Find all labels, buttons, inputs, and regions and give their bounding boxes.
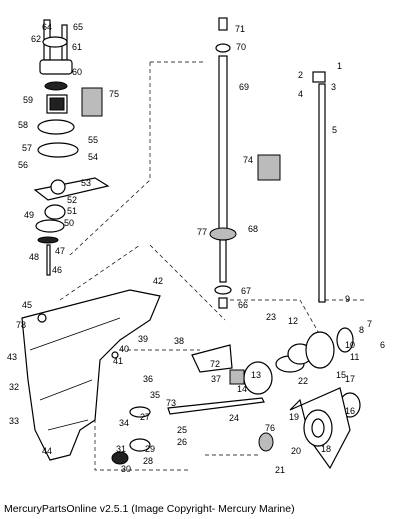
callout-11: 11 xyxy=(350,352,359,362)
callout-62: 62 xyxy=(31,34,41,44)
callout-78: 78 xyxy=(16,320,26,330)
callout-77: 77 xyxy=(197,227,207,237)
shaft-parts xyxy=(209,17,326,309)
callout-33: 33 xyxy=(9,416,19,426)
callout-39: 39 xyxy=(138,334,148,344)
callout-37: 37 xyxy=(211,374,221,384)
callout-73: 73 xyxy=(166,398,176,408)
callout-6: 6 xyxy=(380,340,385,350)
callout-69: 69 xyxy=(239,82,249,92)
callout-49: 49 xyxy=(24,210,34,220)
callout-65: 65 xyxy=(73,22,83,32)
callout-15: 15 xyxy=(336,370,346,380)
callout-28: 28 xyxy=(143,456,153,466)
callout-34: 34 xyxy=(119,418,129,428)
callout-66: 66 xyxy=(238,300,248,310)
callout-57: 57 xyxy=(22,143,32,153)
callout-13: 13 xyxy=(251,370,261,380)
callout-38: 38 xyxy=(174,336,184,346)
callout-4: 4 xyxy=(298,89,303,99)
callout-52: 52 xyxy=(67,195,77,205)
callout-50: 50 xyxy=(64,218,74,228)
callout-17: 17 xyxy=(345,374,355,384)
callout-44: 44 xyxy=(42,446,52,456)
callout-72: 72 xyxy=(210,359,220,369)
callout-12: 12 xyxy=(288,316,298,326)
callout-9: 9 xyxy=(345,294,350,304)
assembly-guide-lines xyxy=(59,61,365,471)
callout-70: 70 xyxy=(236,42,246,52)
callout-75: 75 xyxy=(109,89,119,99)
callout-31: 31 xyxy=(116,444,126,454)
callout-76: 76 xyxy=(265,423,275,433)
callout-42: 42 xyxy=(153,276,163,286)
callout-24: 24 xyxy=(229,413,239,423)
callout-14: 14 xyxy=(237,384,247,394)
callout-36: 36 xyxy=(143,374,153,384)
callout-18: 18 xyxy=(321,444,331,454)
callout-32: 32 xyxy=(9,382,19,392)
callout-55: 55 xyxy=(88,135,98,145)
callout-58: 58 xyxy=(18,120,28,130)
callout-2: 2 xyxy=(298,70,303,80)
callout-53: 53 xyxy=(81,178,91,188)
callout-8: 8 xyxy=(359,325,364,335)
callout-48: 48 xyxy=(29,252,39,262)
water-pump-stack xyxy=(33,19,110,276)
callout-26: 26 xyxy=(177,437,187,447)
callout-10: 10 xyxy=(345,340,355,350)
callout-3: 3 xyxy=(331,82,336,92)
callout-16: 16 xyxy=(345,406,355,416)
callout-19: 19 xyxy=(289,412,299,422)
gear-housing-exploded-diagram: 1234567891011121314151617181920212223242… xyxy=(7,17,385,475)
callout-64: 64 xyxy=(42,22,52,32)
callout-51: 51 xyxy=(67,206,77,216)
callout-5: 5 xyxy=(332,125,337,135)
gear-housing xyxy=(21,289,161,461)
callout-21: 21 xyxy=(275,465,285,475)
callout-61: 61 xyxy=(72,42,82,52)
callout-25: 25 xyxy=(177,425,187,435)
callout-59: 59 xyxy=(23,95,33,105)
callout-68: 68 xyxy=(248,224,258,234)
callout-30: 30 xyxy=(121,464,131,474)
propeller-shaft-assembly xyxy=(111,327,361,465)
callout-54: 54 xyxy=(88,152,98,162)
copyright-caption: MercuryPartsOnline v2.5.1 (Image Copyrig… xyxy=(4,503,295,515)
part-number-callouts: 1234567891011121314151617181920212223242… xyxy=(7,22,385,475)
callout-41: 41 xyxy=(113,356,123,366)
callout-43: 43 xyxy=(7,352,17,362)
callout-29: 29 xyxy=(145,444,155,454)
callout-56: 56 xyxy=(18,160,28,170)
callout-23: 23 xyxy=(266,312,276,322)
callout-47: 47 xyxy=(55,246,65,256)
callout-74: 74 xyxy=(243,155,253,165)
callout-46: 46 xyxy=(52,265,62,275)
callout-67: 67 xyxy=(241,286,251,296)
callout-7: 7 xyxy=(367,319,372,329)
callout-71: 71 xyxy=(235,24,245,34)
callout-35: 35 xyxy=(150,390,160,400)
callout-60: 60 xyxy=(72,67,82,77)
callout-1: 1 xyxy=(337,61,342,71)
callout-20: 20 xyxy=(291,446,301,456)
callout-45: 45 xyxy=(22,300,32,310)
callout-40: 40 xyxy=(119,344,129,354)
callout-27: 27 xyxy=(140,412,150,422)
callout-22: 22 xyxy=(298,376,308,386)
propeller xyxy=(289,387,351,470)
